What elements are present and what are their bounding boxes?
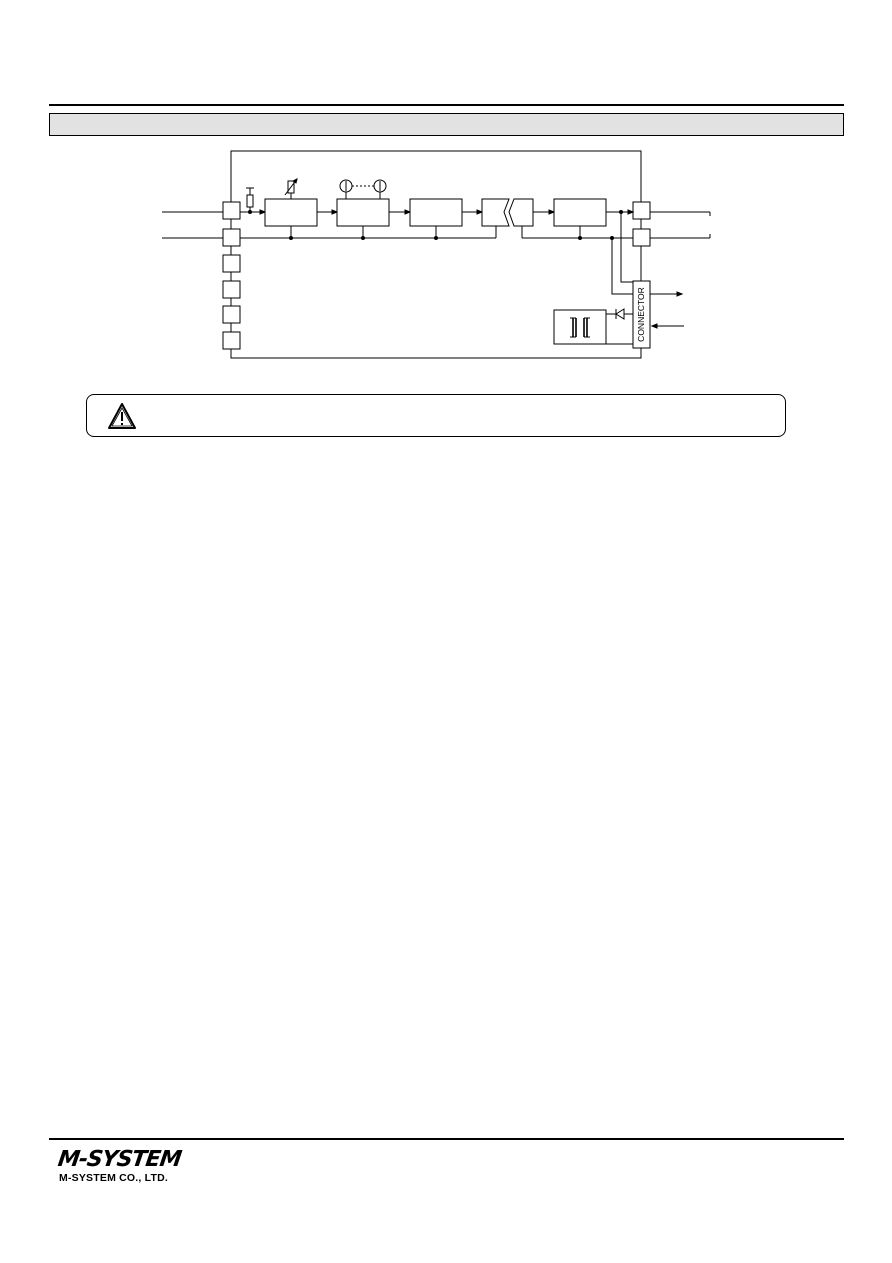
resistor-symbol [246, 194, 254, 208]
terminal-4 [222, 280, 241, 299]
bus-node-3 [434, 236, 438, 240]
bus-node-6 [578, 236, 582, 240]
arrow-1 [259, 209, 267, 215]
connector-in-arrow [650, 323, 658, 329]
connector-out-arrow [676, 291, 684, 297]
company-logo: M-SYSTEM M-SYSTEM CO., LTD. [56, 1147, 190, 1188]
brand-logo-text: M-SYSTEM [56, 1147, 183, 1172]
arrow-6 [627, 209, 635, 215]
terminal-in-2 [222, 228, 241, 247]
bottom-rule [49, 1138, 844, 1140]
connector-label: CONNECTOR [636, 287, 646, 342]
output-circuit-block [553, 198, 607, 227]
isolation-block-left [481, 198, 510, 227]
arrow-4 [476, 209, 484, 215]
connector-line-signal [620, 212, 633, 283]
top-rule [49, 104, 844, 106]
block-diagram-svg: CONNECTOR [162, 150, 711, 359]
bus-node-1 [289, 236, 293, 240]
diode-icon [615, 308, 625, 320]
connector-line-common [611, 238, 633, 295]
terminal-5 [222, 305, 241, 324]
block-diagram: CONNECTOR [150, 145, 740, 370]
terminal-6 [222, 331, 241, 350]
terminal-3 [222, 254, 241, 273]
arrow-3 [404, 209, 412, 215]
arrow-5 [548, 209, 556, 215]
terminal-out-2 [632, 228, 651, 247]
terminal-in-1 [222, 201, 241, 220]
bus-node-2 [361, 236, 365, 240]
section-header-bar [49, 113, 844, 136]
isolation-block-right [508, 198, 534, 227]
trimmer-arrowhead [292, 178, 298, 184]
terminal-out-1 [632, 201, 651, 220]
power-supply-block [553, 309, 607, 345]
company-name: M-SYSTEM CO., LTD. [59, 1172, 168, 1184]
input-circuit-block [264, 198, 318, 227]
processing-block [409, 198, 463, 227]
arrow-2 [331, 209, 339, 215]
warning-triangle-icon [108, 403, 136, 429]
adjust-block [336, 198, 390, 227]
caution-box [86, 394, 786, 437]
